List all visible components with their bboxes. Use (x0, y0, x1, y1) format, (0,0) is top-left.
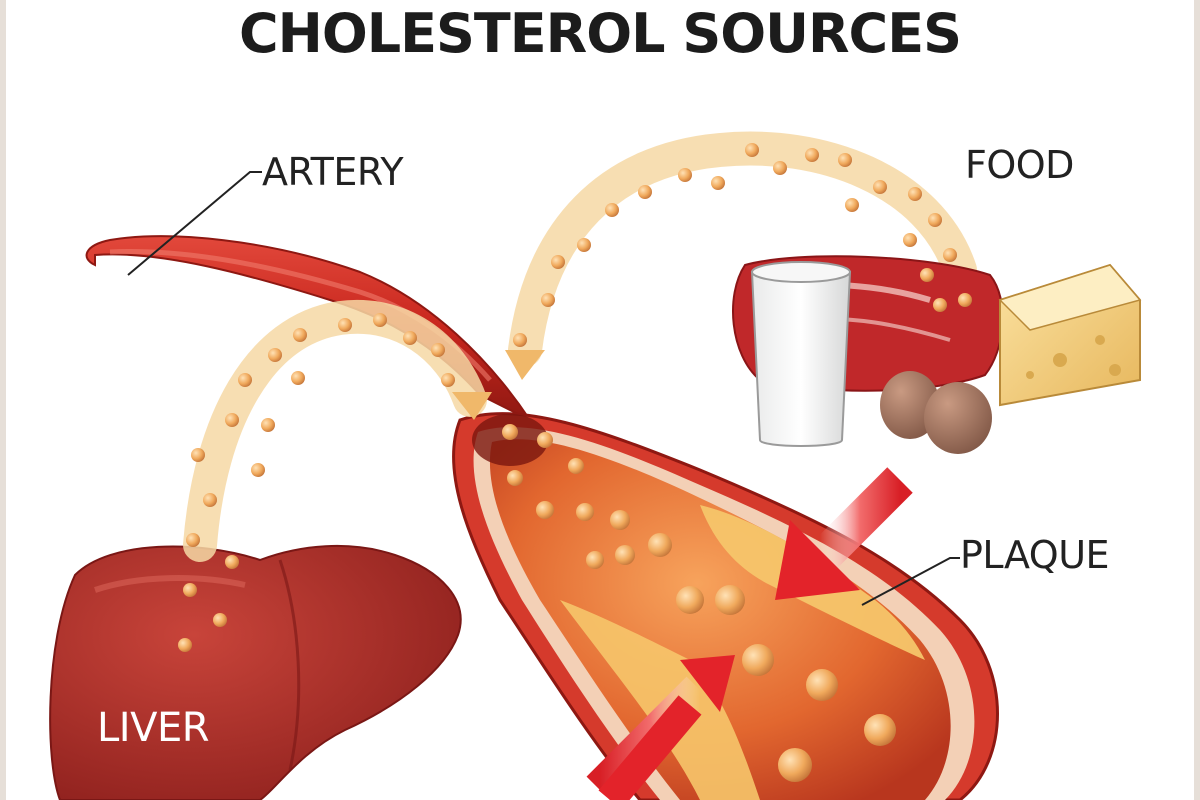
liver (50, 546, 461, 800)
milk-glass-icon (752, 272, 850, 446)
arrowhead-food (505, 350, 545, 380)
label-plaque: PLAQUE (960, 533, 1109, 577)
liver-to-artery-path (200, 317, 470, 545)
label-artery: ARTERY (262, 150, 403, 194)
label-liver: LIVER (97, 705, 209, 751)
label-food: FOOD (965, 143, 1074, 187)
egg-icon (924, 382, 992, 454)
food-group (733, 256, 1140, 454)
